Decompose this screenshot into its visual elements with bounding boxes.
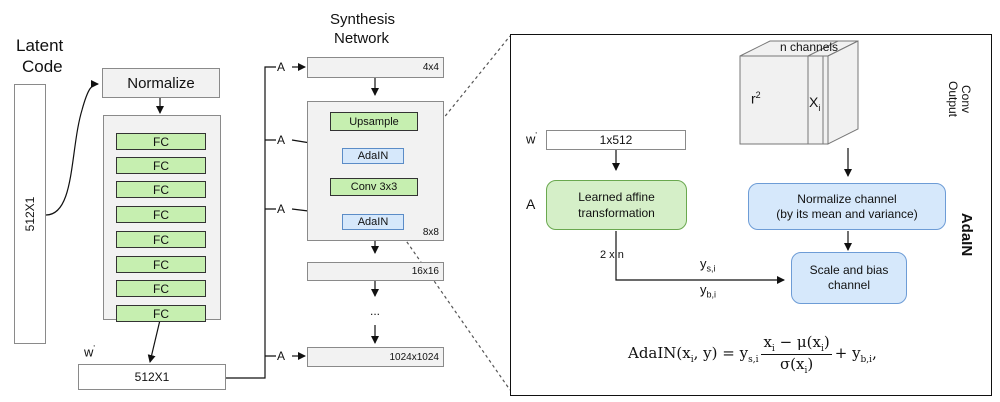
normalize-box: Normalize (102, 68, 220, 98)
formula-denominator: σ(xi) (779, 354, 814, 376)
scale-line1: Scale and bias (809, 263, 889, 277)
fc-layer: FC (116, 133, 206, 150)
a-affine-label: A (277, 349, 286, 363)
scale-bias-box: Scale and bias channel (791, 252, 907, 304)
fc-layer: FC (116, 157, 206, 174)
normalize-line1: Normalize channel (797, 191, 897, 206)
ellipsis: ... (370, 304, 381, 318)
latent-code-title-line1: Latent (16, 36, 64, 55)
two-n-label: 2 x n (600, 249, 624, 261)
const-resolution: 4x4 (422, 62, 439, 73)
adain-vertical-title: AdaIN (958, 212, 976, 257)
latent-code-vector: 512X1 (14, 84, 46, 344)
w-input-vector: 1x512 (546, 130, 686, 150)
conv3x3-box: Conv 3x3 (330, 178, 418, 196)
conv-output-label-2: Output (946, 80, 961, 118)
xi-label: Xi (809, 94, 821, 113)
scale-line2: channel (827, 278, 871, 292)
formula-lhs: AdaIN(xi, y) = ys,i (628, 343, 759, 365)
fc-layer: FC (116, 181, 206, 198)
synthesis-block-1024: 1024x1024 (307, 347, 444, 367)
fc-layer: FC (116, 305, 206, 322)
conv-output-label: Conv (959, 84, 974, 114)
normalize-channel-box: Normalize channel (by its mean and varia… (748, 183, 946, 230)
block-resolution: 8x8 (422, 227, 439, 238)
adain-formula: AdaIN(xi, y) = ys,i xi − μ(xi) σ(xi) + y… (628, 328, 978, 380)
a-affine-label: A (277, 60, 286, 74)
w-vector: 512X1 (78, 364, 226, 390)
a-label: A (526, 196, 536, 212)
adain-box: AdaIN (342, 214, 404, 230)
n-channels-label: n channels (780, 40, 839, 54)
ys-label: ys,i (700, 256, 716, 274)
synthesis-title-line2: Network (334, 30, 390, 47)
synthesis-block-16x16: 16x16 (307, 262, 444, 281)
w-input-label: w' (526, 131, 537, 147)
a-affine-label: A (277, 202, 286, 216)
fc-layer: FC (116, 280, 206, 297)
fc-layer: FC (116, 256, 206, 273)
affine-transform-box: Learned affine transformation (546, 180, 687, 230)
adain-detail-panel (510, 34, 992, 396)
w-label: w' (84, 344, 95, 360)
fc-layer: FC (116, 231, 206, 248)
latent-code-title-line2: Code (22, 57, 63, 76)
formula-tail: + yb,i, (834, 343, 877, 365)
fc-layer: FC (116, 206, 206, 223)
const-input-box: 4x4 (307, 57, 444, 78)
block-resolution: 1024x1024 (389, 352, 440, 363)
a-affine-label: A (277, 133, 286, 147)
adain-box: AdaIN (342, 148, 404, 164)
formula-fraction: xi − μ(xi) σ(xi) (761, 332, 832, 376)
normalize-line2: (by its mean and variance) (776, 206, 918, 221)
formula-numerator: xi − μ(xi) (761, 332, 832, 355)
r-squared-label: r2 (751, 90, 761, 107)
yb-label: yb,i (700, 282, 717, 300)
affine-line1: Learned affine (578, 190, 655, 204)
synthesis-title-line1: Synthesis (330, 11, 396, 28)
affine-line2: transformation (578, 206, 655, 220)
upsample-box: Upsample (330, 112, 418, 131)
block-resolution: 16x16 (411, 266, 439, 277)
latent-code-size: 512X1 (23, 196, 37, 232)
